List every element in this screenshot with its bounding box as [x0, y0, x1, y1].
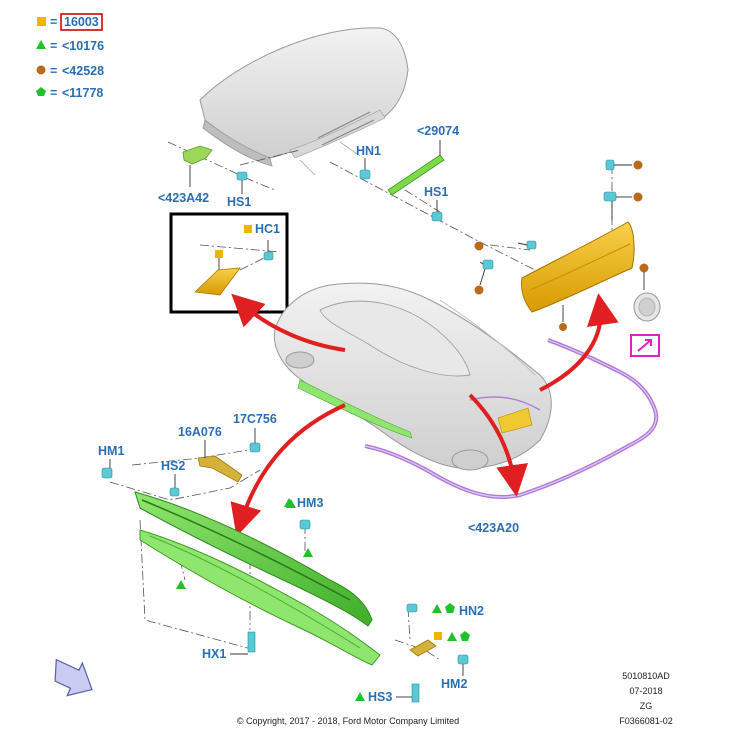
- back-arrow-icon[interactable]: [44, 652, 100, 704]
- label-hs1-left: HS1: [227, 195, 251, 209]
- meta-code: 5010810AD: [622, 671, 670, 681]
- fasteners-right: [474, 159, 649, 295]
- legend-item-11778: = <11778: [36, 86, 103, 100]
- label-hs2: HS2: [161, 459, 185, 473]
- pentagon-icon: [36, 87, 46, 96]
- triangle-icon: [303, 548, 313, 557]
- legend-text: <10176: [62, 39, 104, 53]
- legend-highlight-box: [60, 13, 103, 31]
- detail-box-hc1: [169, 212, 289, 314]
- triangle-icon: [432, 604, 442, 613]
- square-icon: [215, 250, 223, 258]
- triangle-icon: [176, 580, 186, 589]
- bracket-16A076: [197, 440, 243, 483]
- emblem: [633, 292, 661, 322]
- circle-icon: [633, 160, 643, 170]
- label-16A076: 16A076: [178, 425, 222, 439]
- circle-icon: [559, 323, 567, 331]
- label-hx1: HX1: [202, 647, 226, 661]
- trunk-lid: [199, 27, 409, 176]
- pentagon-icon: [460, 631, 470, 641]
- square-icon: [434, 632, 442, 640]
- circle-icon: [639, 263, 649, 273]
- triangle-icon: [447, 632, 457, 641]
- strip-29074: [387, 140, 445, 196]
- car-body: [273, 282, 552, 471]
- label-423A20: <423A20: [468, 521, 519, 535]
- clip-hs1-right: [431, 200, 443, 222]
- triangle-icon: [36, 40, 46, 49]
- label-hn1: HN1: [356, 144, 381, 158]
- bracket-423A42: [182, 145, 213, 187]
- meta-figure: F0366081-02: [619, 716, 673, 726]
- pointer-arrow-icon[interactable]: [630, 334, 660, 357]
- triangle-icon: [355, 692, 365, 701]
- meta-region: ZG: [640, 701, 653, 711]
- clip-hn1: [359, 158, 371, 180]
- bracket-lower-right: [355, 603, 470, 703]
- label-hc1: HC1: [255, 222, 280, 236]
- circle-icon: [474, 241, 484, 251]
- label-hm3: HM3: [297, 496, 323, 510]
- square-icon: [244, 225, 252, 233]
- circle-icon: [474, 285, 484, 295]
- legend-eq: =: [50, 39, 57, 53]
- decklid-panel: [521, 221, 635, 331]
- clip-hs1-left: [236, 171, 248, 194]
- triangle-icon: [284, 498, 294, 507]
- part-labels: <423A42 HS1 HN1 <29074 HS1 HC1 <423A20 1…: [98, 124, 519, 704]
- label-hm1: HM1: [98, 444, 124, 458]
- legend-item-16003: = 16003: [37, 13, 103, 31]
- callout-arrows: [230, 293, 619, 537]
- label-17C756: 17C756: [233, 412, 277, 426]
- legend-eq: =: [50, 64, 57, 78]
- label-hm2: HM2: [441, 677, 467, 691]
- legend-item-42528: = <42528: [36, 64, 104, 78]
- legend: = 16003 = <10176 = <42528 = <11778: [36, 13, 104, 100]
- label-423A42: <423A42: [158, 191, 209, 205]
- label-hn2: HN2: [459, 604, 484, 618]
- weatherstrip: [364, 338, 659, 500]
- legend-item-10176: = <10176: [36, 39, 104, 53]
- circle-icon: [36, 65, 46, 75]
- label-hs3: HS3: [368, 690, 392, 704]
- sill-molding-lower: [139, 529, 381, 666]
- clip-hs2: [169, 474, 180, 497]
- sill-molding-upper: [134, 491, 373, 627]
- clip-hm1: [101, 459, 113, 479]
- figure-meta: 5010810AD 07-2018 ZG F0366081-02: [619, 671, 673, 726]
- label-29074: <29074: [417, 124, 459, 138]
- pentagon-icon: [445, 603, 455, 613]
- clip-17C756: [249, 428, 261, 453]
- circle-icon: [633, 192, 643, 202]
- legend-text: <11778: [62, 86, 103, 100]
- copyright-notice: © Copyright, 2017 - 2018, Ford Motor Com…: [237, 716, 459, 726]
- meta-date: 07-2018: [629, 686, 662, 696]
- legend-text[interactable]: 16003: [64, 15, 99, 29]
- square-icon: [37, 17, 46, 26]
- legend-eq: =: [50, 86, 57, 100]
- legend-text: <42528: [62, 64, 104, 78]
- legend-eq: =: [50, 15, 57, 29]
- label-hs1-right: HS1: [424, 185, 448, 199]
